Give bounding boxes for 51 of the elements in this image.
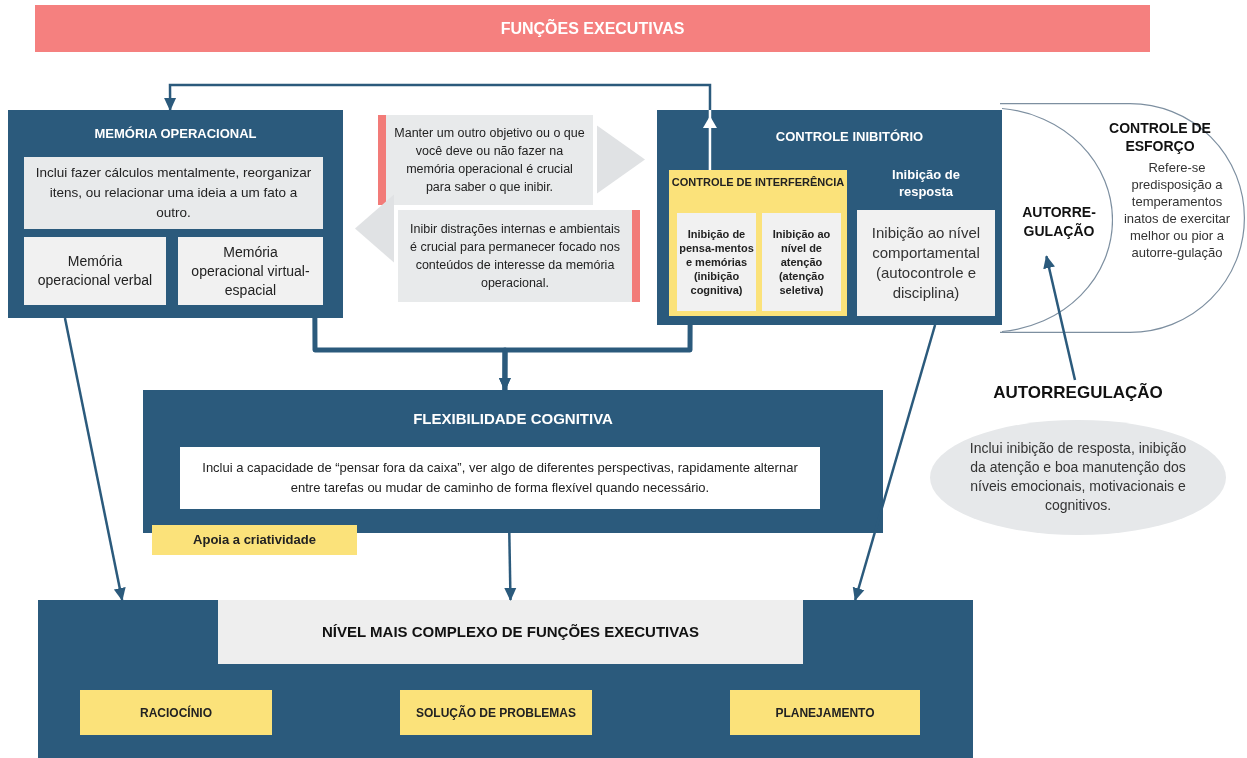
arrow — [63, 317, 126, 601]
tag-label: Apoia a criatividade — [193, 531, 316, 550]
body-text: Inclui fazer cálculos mentalmente, reorganizar itens, ou relacionar uma ideia a um fato a outro. — [34, 164, 313, 222]
arrow — [852, 324, 937, 601]
highlight-box — [730, 690, 920, 735]
text-box — [677, 213, 756, 311]
callout-text: Manter um outro objetivo ou o que você deve ou não fazer na memória operacional é crucial para saber o que inibir. — [394, 125, 585, 196]
wedge-arrow — [355, 194, 394, 263]
ellipse-callout: Inclui inibição de resposta, inibição da atenção e boa manutenção dos níveis emocionais, motivacionais e cognitivos. — [930, 419, 1226, 535]
text-box — [178, 237, 323, 305]
arrow — [498, 325, 693, 391]
callout-box — [398, 210, 640, 302]
arrow — [504, 532, 517, 601]
tag — [152, 525, 357, 555]
panel-heading: FLEXIBILIDADE COGNITIVA — [412, 409, 614, 429]
callout-box — [378, 115, 593, 205]
heading: CONTROLE DE ESFORÇO — [1108, 119, 1212, 155]
panel — [657, 110, 1002, 325]
box-label: SOLUÇÃO DE PROBLEMAS — [416, 705, 576, 720]
heading: AUTORREGULAÇÃO — [993, 382, 1163, 404]
text-box — [24, 237, 166, 305]
heading: NÍVEL MAIS COMPLEXO DE FUNÇÕES EXECUTIVAS — [322, 621, 699, 642]
heading-box — [218, 600, 803, 664]
text-box — [180, 447, 820, 509]
body-text: Inibição de pensa-mentos e memórias (inibição cognitiva) — [679, 227, 754, 297]
box-heading: CONTROLE DE INTERFERÊNCIA — [670, 175, 846, 189]
arrow — [1043, 255, 1077, 381]
panel-heading: CONTROLE INIBITÓRIO — [774, 128, 925, 146]
body-text: Memória operacional virtual-espacial — [190, 242, 311, 300]
body-text: Inclui a capacidade de “pensar fora da caixa”, ver algo de diferentes perspectivas, rapidamente alternar entre tarefas ou mudar de caminho de forma flexível quando necessário. — [201, 459, 799, 497]
box-label: PLANEJAMENTO — [775, 705, 875, 720]
panel-heading: MEMÓRIA OPERACIONAL — [93, 125, 258, 143]
wedge-arrow — [597, 125, 645, 194]
body-text: Memória operacional verbal — [36, 252, 154, 290]
panel — [8, 110, 343, 318]
body-text: Refere-se predisposição a temperamentos inatos de exercitar melhor ou pior a autorre-gulação — [1122, 159, 1232, 261]
highlight-box — [669, 170, 847, 316]
panel — [143, 390, 883, 533]
box-label: RACIOCÍNIO — [140, 705, 212, 720]
text-box — [762, 213, 841, 311]
title: FUNÇÕES EXECUTIVAS — [500, 18, 685, 39]
ellipse-label: AUTORRE-GULAÇÃO — [1021, 203, 1097, 241]
body-text: Inibição ao nível de atenção (atenção seletiva) — [771, 227, 832, 297]
panel — [38, 600, 973, 758]
box-heading: Inibição de resposta — [891, 166, 961, 200]
highlight-box — [80, 690, 272, 735]
text-box — [24, 157, 323, 229]
text-box: Inibição ao nível comportamental (autocontrole e disciplina) — [857, 210, 995, 316]
title-banner — [35, 5, 1150, 52]
highlight-box — [400, 690, 592, 735]
callout-text: Inibir distrações internas e ambientais é crucial para permanecer focado nos conteúdos de interesse da memória operacional. — [409, 221, 621, 292]
